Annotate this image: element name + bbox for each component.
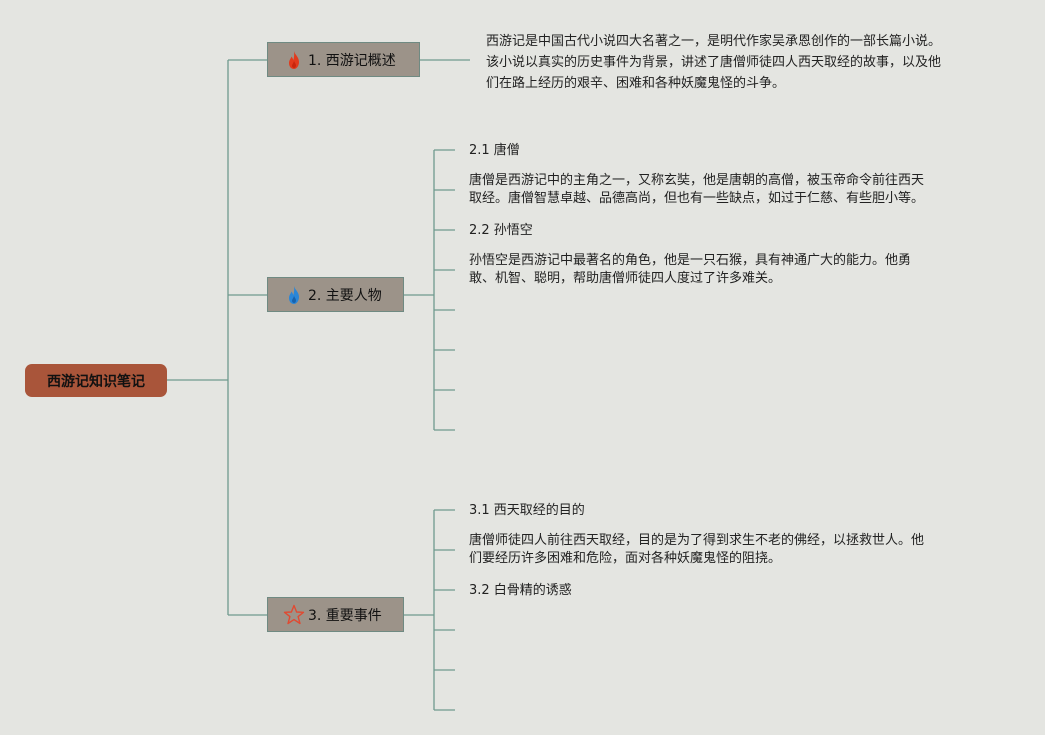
branch-label-characters: 2. 主要人物	[308, 287, 382, 304]
subtopic-wukong-text: 孙悟空是西游记中最著名的角色，他是一只石猴，具有神通广大的能力。他勇 敢、机智、…	[469, 252, 989, 288]
subtopic-tangseng-title[interactable]: 2.1 唐僧	[469, 143, 520, 158]
subtopic-tangseng-text: 唐僧是西游记中的主角之一，又称玄奘，他是唐朝的高僧，被玉帝命令前往西天 取经。唐…	[469, 172, 989, 208]
overview-line: 们在路上经历的艰辛、困难和各种妖魔鬼怪的斗争。	[486, 76, 786, 91]
root-node[interactable]: 西游记知识笔记	[25, 364, 167, 397]
tangseng-line: 唐僧是西游记中的主角之一，又称玄奘，他是唐朝的高僧，被玉帝命令前往西天	[469, 173, 925, 188]
subtopic-baigujing-title[interactable]: 3.2 白骨精的诱惑	[469, 583, 572, 598]
purpose-line: 唐僧师徒四人前往西天取经，目的是为了得到求生不老的佛经，以拯救世人。他	[469, 533, 925, 548]
branch-label-events: 3. 重要事件	[308, 607, 382, 624]
overview-line: 西游记是中国古代小说四大名著之一，是明代作家吴承恩创作的一部长篇小说。	[486, 34, 942, 49]
subtopic-wukong-title[interactable]: 2.2 孙悟空	[469, 223, 533, 238]
fire-red-icon	[283, 49, 305, 71]
wukong-line: 孙悟空是西游记中最著名的角色，他是一只石猴，具有神通广大的能力。他勇	[469, 253, 912, 268]
subtopic-purpose-text: 唐僧师徒四人前往西天取经，目的是为了得到求生不老的佛经，以拯救世人。他 们要经历…	[469, 532, 989, 568]
purpose-line: 们要经历许多困难和危险，面对各种妖魔鬼怪的阻挠。	[469, 551, 782, 566]
wukong-line: 敢、机智、聪明，帮助唐僧师徒四人度过了许多难关。	[469, 271, 782, 286]
fire-blue-icon	[283, 284, 305, 306]
star-outline-icon	[283, 604, 305, 626]
tangseng-line: 取经。唐僧智慧卓越、品德高尚，但也有一些缺点，如过于仁慈、有些胆小等。	[469, 191, 925, 206]
overview-text: 西游记是中国古代小说四大名著之一，是明代作家吴承恩创作的一部长篇小说。 该小说以…	[486, 31, 1006, 94]
overview-line: 该小说以真实的历史事件为背景，讲述了唐僧师徒四人西天取经的故事，以及他	[486, 55, 942, 70]
branch-node-overview[interactable]: 1. 西游记概述	[267, 42, 420, 77]
subtopic-purpose-title[interactable]: 3.1 西天取经的目的	[469, 503, 585, 518]
branch-label-overview: 1. 西游记概述	[308, 52, 396, 69]
root-label: 西游记知识笔记	[47, 373, 145, 390]
branch-node-characters[interactable]: 2. 主要人物	[267, 277, 404, 312]
branch-node-events[interactable]: 3. 重要事件	[267, 597, 404, 632]
